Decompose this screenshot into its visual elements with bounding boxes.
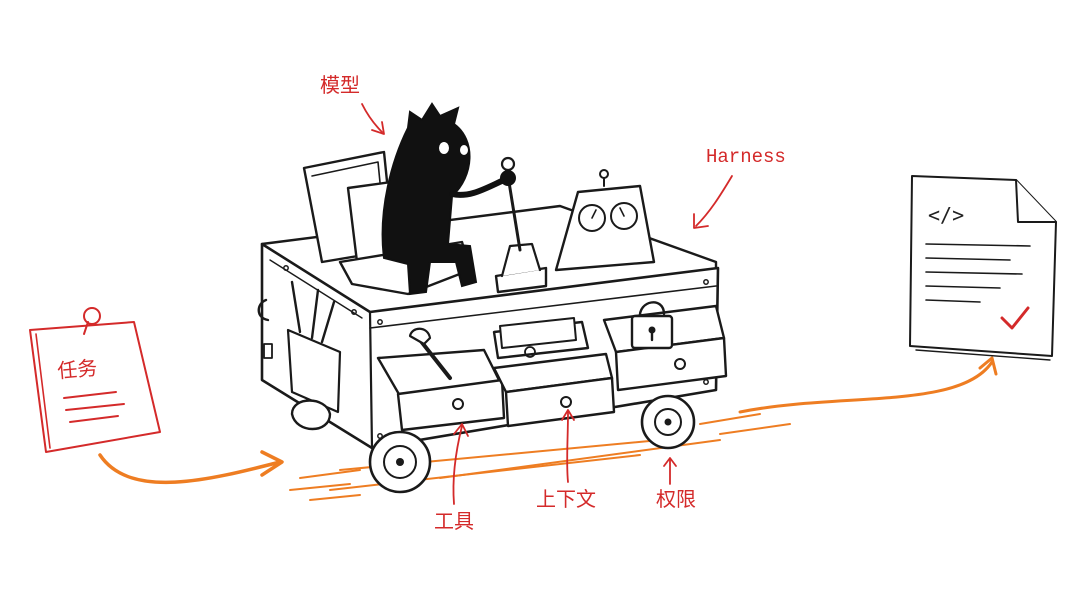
model-annotation: 模型 <box>320 73 385 135</box>
padlock-icon <box>630 301 674 350</box>
side-tool-pouch <box>257 280 342 414</box>
permissions-annotation: 权限 <box>656 457 696 511</box>
wheel-front-right <box>640 394 696 450</box>
harness-label: Harness <box>706 146 786 168</box>
checkmark-icon <box>1000 306 1030 330</box>
permissions-label: 权限 <box>656 487 696 511</box>
task-note: 任务 <box>29 307 161 453</box>
wheel-front-left <box>368 430 432 494</box>
code-icon: </> <box>928 203 964 227</box>
harness-cart <box>257 102 728 494</box>
joystick-lever <box>494 156 548 294</box>
pin-icon <box>83 307 101 325</box>
task-label: 任务 <box>56 356 98 383</box>
id-card-icon <box>524 346 536 358</box>
model-label: 模型 <box>320 73 360 97</box>
model-character-icon <box>381 102 516 296</box>
flow-arrow-in <box>98 450 284 485</box>
wrench-icon <box>418 338 452 380</box>
context-label: 上下文 <box>536 487 596 511</box>
drawer-permissions <box>602 301 728 392</box>
tools-label: 工具 <box>434 509 474 533</box>
control-panel <box>554 169 656 272</box>
output-document: </> <box>909 175 1057 361</box>
flow-arrow-out <box>738 356 998 414</box>
drawer-context <box>492 317 616 428</box>
context-annotation: 上下文 <box>536 409 596 511</box>
harness-annotation: Harness <box>693 146 786 229</box>
tools-annotation: 工具 <box>434 423 474 533</box>
wheel-back-left <box>290 399 332 431</box>
